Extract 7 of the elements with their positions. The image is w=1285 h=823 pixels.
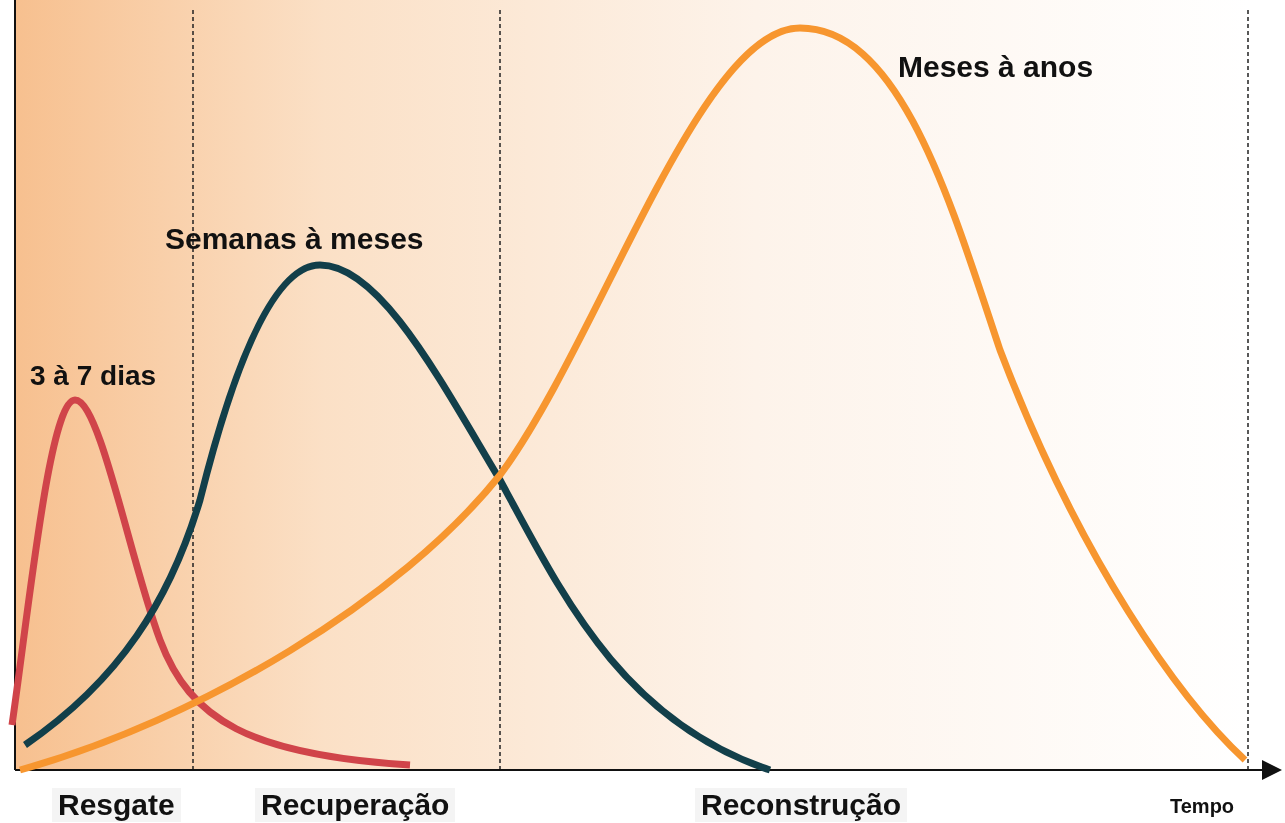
text-label: Recuperação	[255, 788, 456, 822]
text-label: Reconstrução	[695, 788, 908, 822]
text-label: Meses à anos	[898, 52, 1094, 82]
text-label: Tempo	[1170, 796, 1235, 816]
text-label: Resgate	[52, 788, 181, 822]
text-label: 3 à 7 dias	[30, 362, 157, 390]
text-label: Semanas à meses	[165, 224, 424, 254]
